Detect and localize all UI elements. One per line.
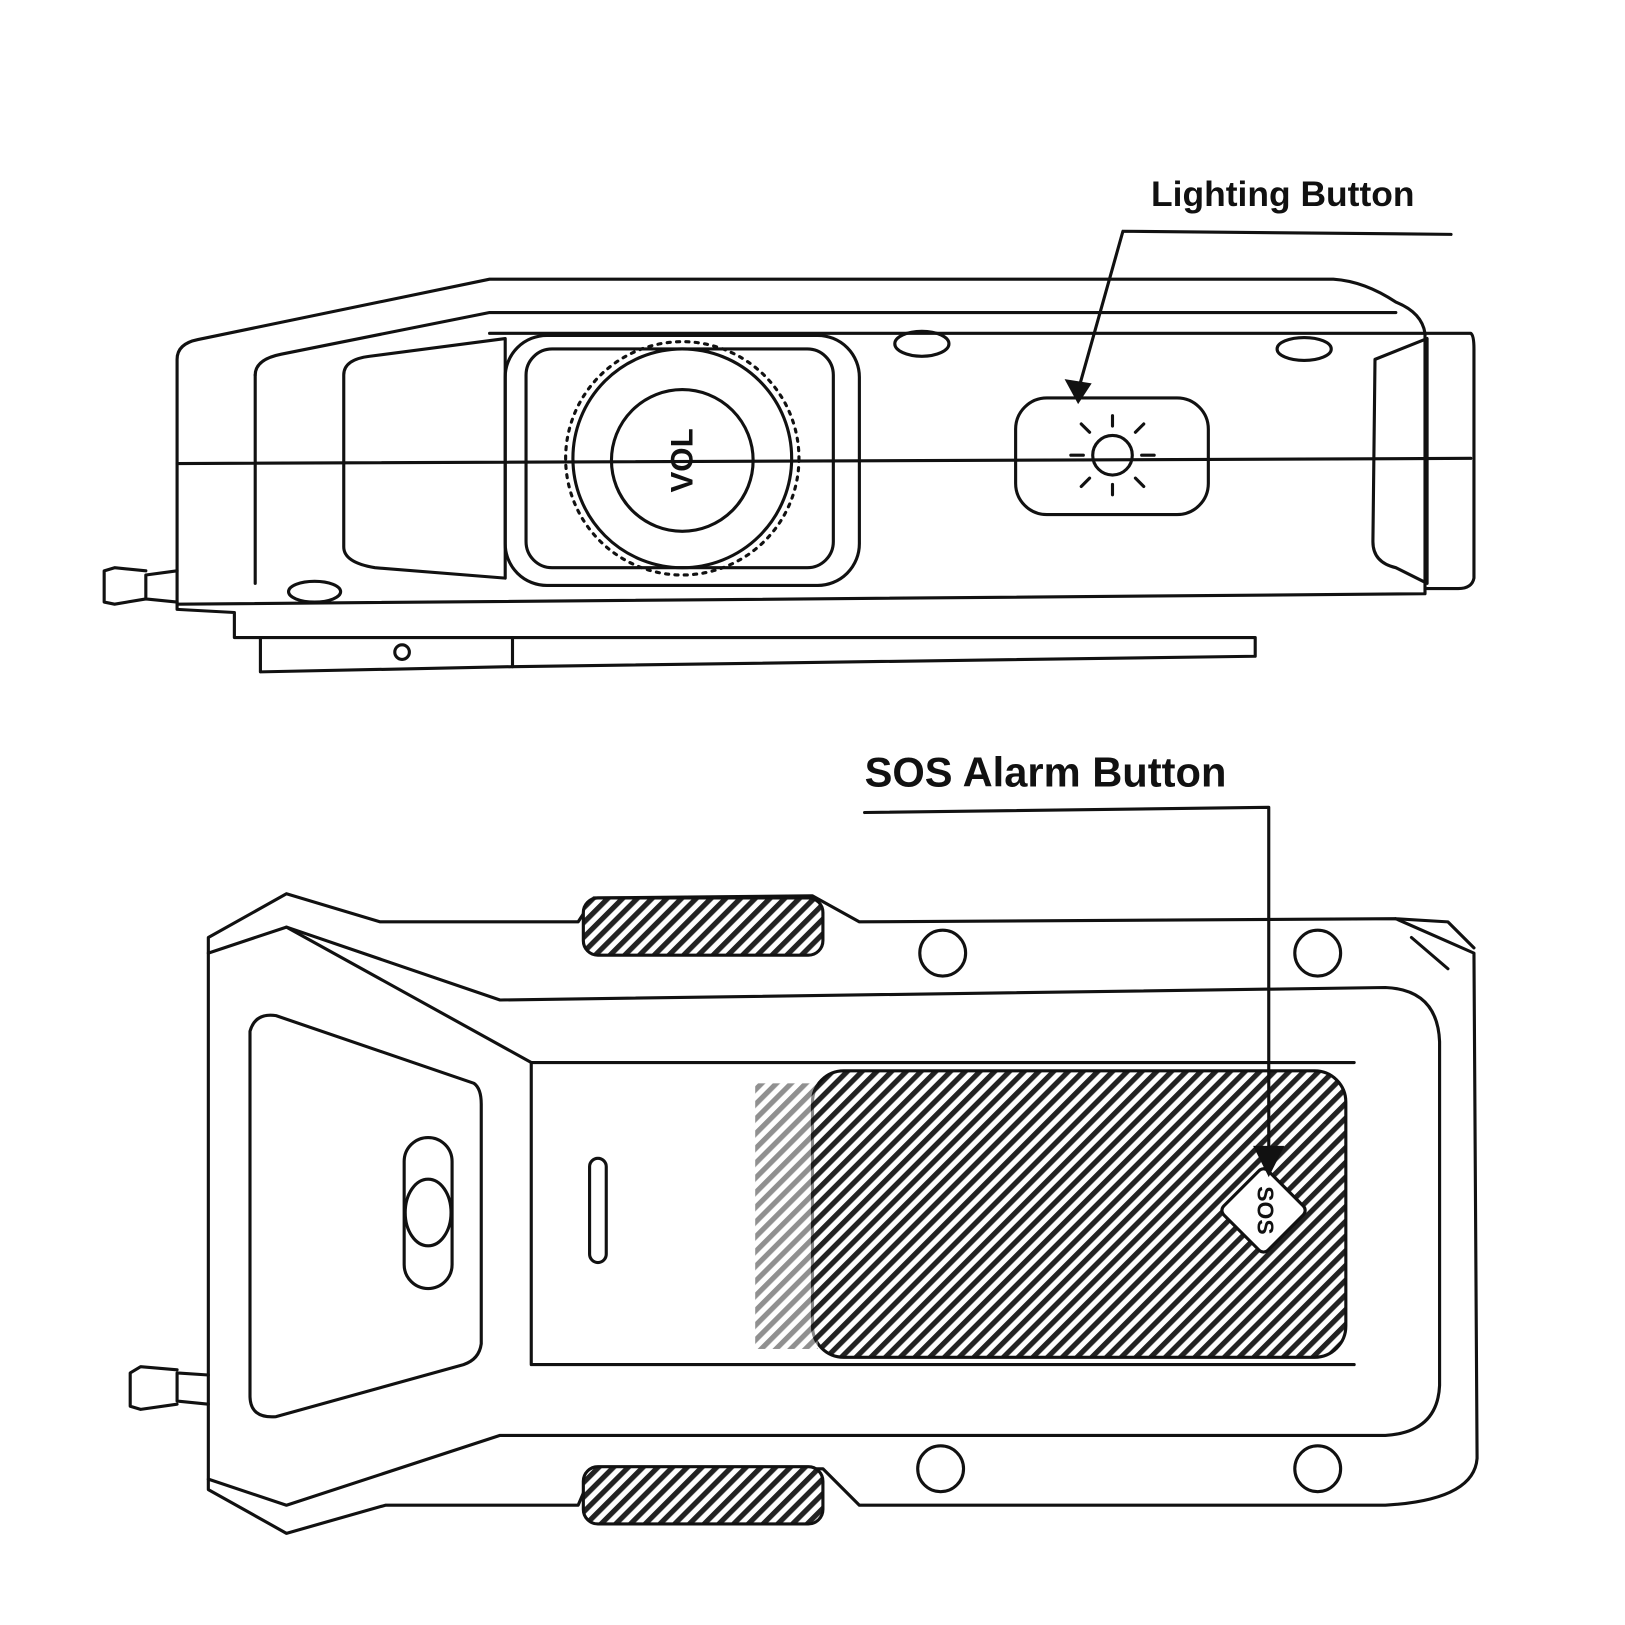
top-knob <box>581 896 825 957</box>
sos-alarm-button[interactable]: SOS <box>1219 1166 1307 1254</box>
top-view: VOL Lighting Button <box>102 174 1476 674</box>
sos-label: SOS <box>1252 1186 1278 1234</box>
vol-label: VOL <box>665 428 700 492</box>
lighting-button[interactable] <box>1014 396 1210 517</box>
lighting-button-label: Lighting Button <box>1151 174 1414 214</box>
arrow-head-icon <box>1064 379 1092 405</box>
bottom-knob <box>581 1465 825 1526</box>
sos-alarm-button-label: SOS Alarm Button <box>865 748 1227 795</box>
sun-icon <box>1069 414 1156 497</box>
arrow-head-icon <box>1253 1145 1285 1178</box>
bottom-view: SOS SOS Alarm Button <box>128 748 1479 1535</box>
